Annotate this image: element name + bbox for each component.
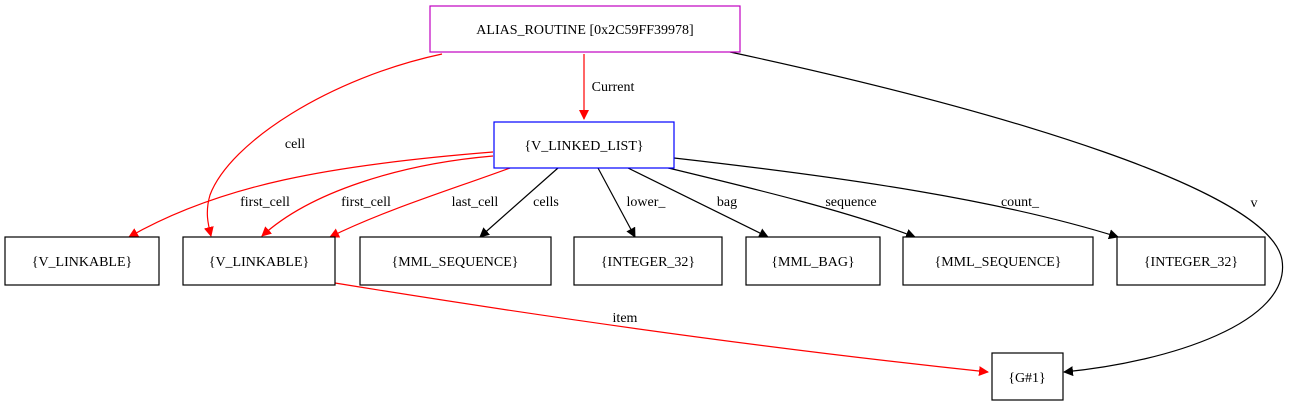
edge-label-first-cell-1: first_cell: [240, 195, 290, 210]
edge-label-cell: cell: [285, 137, 305, 152]
node-linkable-1-label: {V_LINKABLE}: [32, 255, 133, 270]
edge-label-v: v: [1251, 196, 1258, 211]
node-alias-routine[interactable]: ALIAS_ROUTINE [0x2C59FF39978]: [429, 5, 741, 53]
edge-label-first-cell-2: first_cell: [341, 195, 391, 210]
node-mml-bag[interactable]: {MML_BAG}: [745, 236, 881, 286]
edge-label-sequence: sequence: [825, 195, 876, 210]
edge-item: [334, 282, 989, 377]
edge-label-item: item: [613, 311, 638, 326]
edge-v: [729, 51, 1284, 377]
node-mml-sequence-1[interactable]: {MML_SEQUENCE}: [359, 236, 552, 286]
edge-label-last-cell: last_cell: [452, 195, 499, 210]
node-integer-32-2[interactable]: {INTEGER_32}: [1116, 236, 1266, 286]
node-integer-32-1-label: {INTEGER_32}: [601, 255, 695, 270]
node-linked-list[interactable]: {V_LINKED_LIST}: [493, 121, 675, 169]
edge-label-count: count_: [1001, 195, 1040, 210]
edge-label-current: Current: [592, 80, 635, 95]
edge-count: [673, 157, 1119, 240]
node-integer-32-2-label: {INTEGER_32}: [1144, 255, 1238, 270]
edge-lower: [597, 167, 636, 238]
edge-first-cell-1: [128, 151, 494, 238]
node-mml-sequence-2[interactable]: {MML_SEQUENCE}: [902, 236, 1094, 286]
node-g1[interactable]: {G#1}: [991, 352, 1064, 401]
node-linked-list-label: {V_LINKED_LIST}: [524, 139, 643, 154]
edge-bag: [627, 167, 769, 238]
node-mml-sequence-1-label: {MML_SEQUENCE}: [392, 255, 519, 270]
edge-sequence: [659, 165, 916, 239]
edges: [128, 51, 1284, 377]
node-g1-label: {G#1}: [1008, 371, 1046, 386]
edge-label-lower: lower_: [627, 195, 667, 210]
edge-label-cells: cells: [533, 195, 559, 210]
edge-first-cell-2: [261, 155, 494, 237]
edge-last-cell: [329, 167, 511, 238]
edge-label-bag: bag: [717, 195, 737, 210]
node-linkable-2-label: {V_LINKABLE}: [209, 255, 310, 270]
node-linkable-1[interactable]: {V_LINKABLE}: [4, 236, 160, 286]
node-alias-routine-label: ALIAS_ROUTINE [0x2C59FF39978]: [476, 23, 693, 38]
nodes: ALIAS_ROUTINE [0x2C59FF39978] {V_LINKED_…: [4, 5, 1266, 401]
node-mml-bag-label: {MML_BAG}: [771, 255, 854, 270]
edge-labels: Current cell v first_cell first_cell las…: [240, 80, 1257, 326]
edge-cell: [203, 53, 443, 237]
node-linkable-2[interactable]: {V_LINKABLE}: [182, 236, 336, 286]
node-mml-sequence-2-label: {MML_SEQUENCE}: [935, 255, 1062, 270]
node-integer-32-1[interactable]: {INTEGER_32}: [573, 236, 723, 286]
edge-cells: [479, 167, 559, 238]
